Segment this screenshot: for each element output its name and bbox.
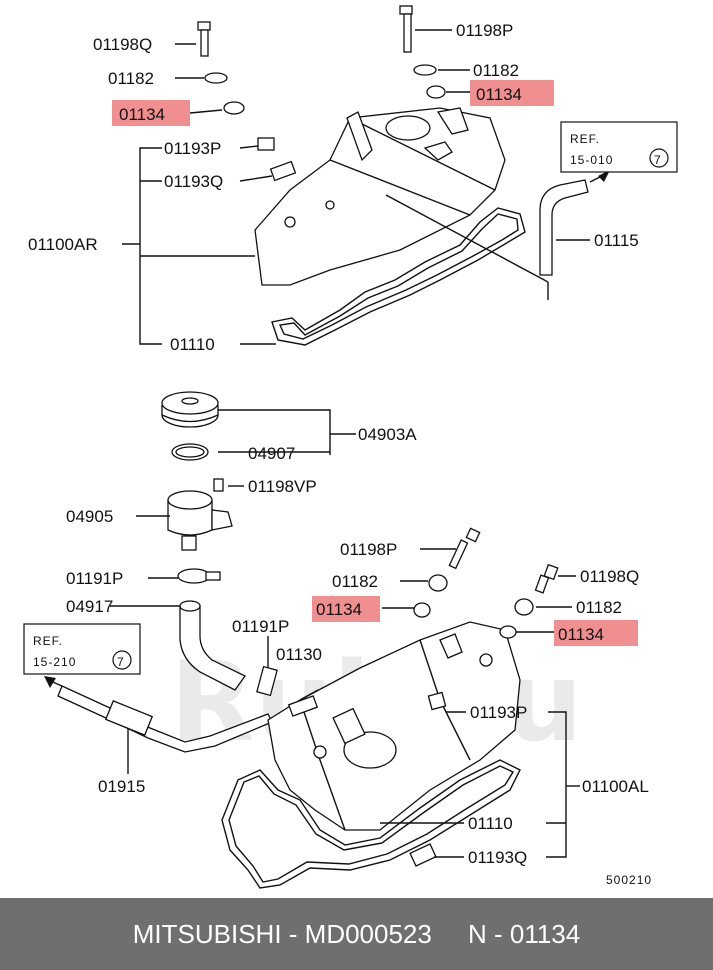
oil-filler-cap — [161, 391, 219, 428]
breather-hose-01915 — [44, 676, 273, 753]
highlight-01134-mid — [312, 596, 380, 622]
label-01110-bottom: 01110 — [468, 814, 513, 833]
svg-text:15-210: 15-210 — [33, 655, 76, 669]
grommet-01134-top-left — [223, 101, 245, 115]
svg-text:7: 7 — [117, 655, 125, 669]
label-01198Q-right: 01198Q — [580, 567, 639, 586]
bolt-01198P-mid — [448, 527, 481, 570]
washer-01182-top-right — [413, 64, 437, 76]
rocker-cover-left — [267, 621, 521, 831]
grommet-01134-right — [499, 625, 517, 639]
label-01182-top-right: 01182 — [473, 61, 519, 80]
label-04905: 04905 — [66, 507, 113, 526]
label-01915: 01915 — [98, 777, 145, 796]
label-01191P-left: 01191P — [66, 569, 123, 588]
label-01182-right: 01182 — [576, 598, 622, 617]
label-01134-right: 01134 — [558, 625, 604, 644]
svg-text:REF.: REF. — [33, 634, 63, 648]
label-01198P-top: 01198P — [456, 21, 513, 40]
clip-01193P-top — [257, 137, 275, 151]
label-01193P-bottom: 01193P — [470, 703, 527, 722]
label-01193P-top: 01193P — [164, 139, 221, 158]
highlight-01134-top-left — [112, 100, 190, 126]
bolt-01198P-top — [399, 5, 413, 53]
label-04907: 04907 — [248, 444, 295, 463]
rocker-cover-right — [254, 107, 506, 286]
label-04917: 04917 — [66, 597, 113, 616]
label-01134-top-left: 01134 — [119, 105, 165, 124]
grommet-01134-top-right — [426, 85, 446, 99]
diagram-code: 500210 — [606, 873, 652, 887]
clamp-01191P-left — [177, 568, 221, 584]
label-01115: 01115 — [594, 231, 639, 250]
highlight-01134-top-right — [470, 80, 554, 106]
svg-text:REF.: REF. — [570, 132, 600, 146]
hose-04917 — [179, 600, 246, 691]
label-04903A: 04903A — [358, 425, 417, 444]
footer-caption: MITSUBISHI - MD000523 N - 01134 — [132, 918, 581, 949]
svg-text:7: 7 — [654, 153, 662, 167]
ref-box-top: REF. 15-010 7 — [560, 121, 678, 173]
label-01193Q-bottom: 01193Q — [468, 848, 527, 867]
label-01134-top-right: 01134 — [476, 85, 522, 104]
label-01182-mid: 01182 — [332, 572, 378, 591]
label-01100AL: 01100AL — [582, 777, 649, 796]
clip-01193Q-bottom — [409, 843, 437, 867]
label-01100AR: 01100AR — [28, 235, 98, 254]
bolt-01198VP — [213, 478, 224, 492]
label-01198Q-top: 01198Q — [93, 35, 152, 54]
gasket-bottom — [221, 759, 521, 889]
bolt-01198Q-right — [534, 563, 559, 594]
label-01191P-mid: 01191P — [232, 617, 289, 636]
washer-01182-top-left — [204, 72, 228, 84]
pcv-valve-01130 — [256, 665, 278, 697]
label-01134-mid: 01134 — [316, 600, 362, 619]
oil-filler-neck-04905 — [167, 490, 233, 551]
ref-box-left: REF. 15-210 7 — [23, 623, 141, 675]
parts-diagram: Rull.ru — [23, 5, 678, 889]
gasket-top — [271, 207, 526, 346]
label-01130: 01130 — [276, 645, 322, 664]
label-01182-top-left: 01182 — [108, 69, 154, 88]
hose-01115 — [539, 170, 610, 276]
label-01110-top: 01110 — [170, 335, 215, 354]
clip-01193P-bottom — [427, 691, 447, 711]
label-01198VP: 01198VP — [248, 477, 317, 496]
arrow-icon — [44, 676, 56, 688]
grommet-01134-mid — [413, 602, 431, 618]
footer-bar: MITSUBISHI - MD000523 N - 01134 — [0, 898, 713, 970]
label-01198P-mid: 01198P — [340, 540, 397, 559]
clip-01193Q-top — [269, 160, 297, 182]
svg-text:15-010: 15-010 — [570, 153, 613, 167]
washer-01182-mid — [428, 574, 448, 592]
washer-01182-right — [514, 598, 534, 616]
arrow-icon — [598, 170, 610, 182]
highlight-01134-right — [554, 620, 638, 646]
bolt-01198Q-top — [197, 21, 211, 57]
label-01193Q-top: 01193Q — [164, 172, 223, 191]
